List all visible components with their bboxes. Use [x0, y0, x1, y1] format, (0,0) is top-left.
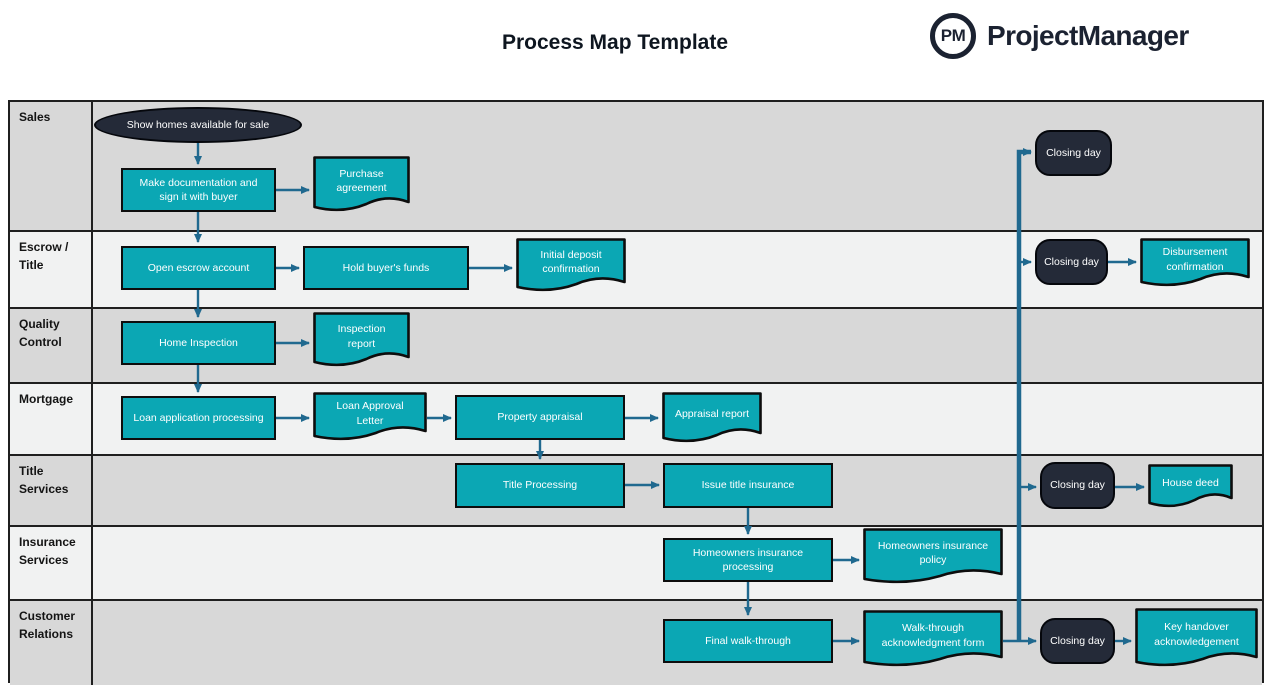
document-shape	[516, 238, 626, 292]
node-homeowners-insurance-processing: Homeowners insurance processing	[663, 538, 833, 582]
page-title: Process Map Template	[501, 31, 729, 54]
node-label: Homeowners insurance policy	[877, 539, 989, 566]
node-label: Appraisal report	[674, 408, 750, 421]
node-initial-deposit-confirmation: Initial deposit confirmation	[516, 238, 626, 293]
node-make-documentation: Make documentation and sign it with buye…	[121, 168, 276, 212]
node-label: Make documentation and sign it with buye…	[139, 176, 258, 203]
node-label: Closing day	[1050, 479, 1105, 492]
node-label: Closing day	[1050, 634, 1105, 647]
node-label: Initial deposit confirmation	[540, 248, 602, 275]
document-shape	[662, 392, 762, 443]
document-shape	[313, 156, 410, 212]
node-label: Loan Approval Letter	[336, 400, 404, 427]
node-label: Property appraisal	[497, 411, 583, 424]
node-label: Issue title insurance	[701, 479, 795, 492]
lane-label-cell: Escrow / Title	[10, 232, 93, 307]
node-label: Home Inspection	[159, 336, 238, 349]
node-label: Open escrow account	[147, 261, 250, 274]
pm-logo-icon: PM	[930, 13, 976, 59]
node-label: House deed	[1162, 476, 1219, 489]
lane-label: Escrow / Title	[19, 240, 69, 272]
lane-label-cell: Sales	[10, 102, 93, 230]
lane-label-cell: Mortgage	[10, 384, 93, 454]
node-key-handover-acknowledgement: Key handover acknowledgement	[1135, 608, 1258, 668]
node-hold-buyers-funds: Hold buyer's funds	[303, 246, 469, 290]
brand-logo: PM ProjectManager	[930, 13, 1189, 59]
lane-label: Quality Control	[19, 317, 62, 349]
node-house-deed: House deed	[1148, 464, 1233, 509]
node-label: Final walk-through	[705, 634, 791, 647]
node-issue-title-insurance: Issue title insurance	[663, 463, 833, 508]
brand-name: ProjectManager	[987, 20, 1189, 51]
lane-label: Title Services	[19, 464, 69, 496]
node-label: Homeowners insurance processing	[692, 546, 804, 573]
node-label: Inspection report	[337, 323, 386, 350]
document-shape	[1135, 608, 1258, 667]
lane-label: Sales	[19, 110, 51, 124]
document-shape	[863, 610, 1003, 667]
lane-label-cell: Quality Control	[10, 309, 93, 382]
node-closing-day-escrow: Closing day	[1035, 239, 1108, 285]
node-walk-through-acknowledgment-form: Walk-through acknowledgment form	[863, 610, 1003, 668]
lane-label-cell: Customer Relations	[10, 601, 93, 685]
node-label: Walk-through acknowledgment form	[881, 622, 985, 649]
node-closing-day-title: Closing day	[1040, 462, 1115, 509]
node-loan-approval-letter: Loan Approval Letter	[313, 392, 427, 442]
node-disbursement-confirmation: Disbursement confirmation	[1140, 238, 1250, 288]
node-title-processing: Title Processing	[455, 463, 625, 508]
node-label: Hold buyer's funds	[342, 261, 430, 274]
node-label: Closing day	[1044, 255, 1099, 268]
node-property-appraisal: Property appraisal	[455, 395, 625, 440]
node-open-escrow-account: Open escrow account	[121, 246, 276, 290]
node-purchase-agreement: Purchase agreement	[313, 156, 410, 213]
node-inspection-report: Inspection report	[313, 312, 410, 368]
node-label: Closing day	[1046, 146, 1101, 159]
node-homeowners-insurance-policy: Homeowners insurance policy	[863, 528, 1003, 585]
lane-label-cell: Insurance Services	[10, 527, 93, 599]
lane-label: Customer Relations	[19, 609, 76, 641]
lane-label-cell: Title Services	[10, 456, 93, 525]
node-final-walk-through: Final walk-through	[663, 619, 833, 663]
node-label: Loan application processing	[133, 411, 264, 424]
lane-insurance-services: Insurance Services	[10, 525, 1262, 599]
node-closing-day-sales: Closing day	[1035, 130, 1112, 176]
node-loan-application-processing: Loan application processing	[121, 396, 276, 440]
lane-label: Insurance Services	[19, 535, 76, 567]
document-shape	[1140, 238, 1250, 287]
node-label: Purchase agreement	[336, 167, 387, 194]
node-label: Disbursement confirmation	[1162, 246, 1228, 273]
document-shape	[313, 312, 410, 367]
document-shape	[313, 392, 427, 441]
node-appraisal-report: Appraisal report	[662, 392, 762, 444]
node-label: Title Processing	[502, 479, 578, 492]
node-closing-day-customer-relations: Closing day	[1040, 618, 1115, 664]
node-label: Key handover acknowledgement	[1154, 621, 1239, 648]
lane-label: Mortgage	[19, 392, 73, 406]
document-shape	[863, 528, 1003, 584]
document-shape	[1148, 464, 1233, 508]
node-home-inspection: Home Inspection	[121, 321, 276, 365]
node-label: Show homes available for sale	[126, 118, 270, 131]
node-show-homes: Show homes available for sale	[94, 107, 302, 143]
